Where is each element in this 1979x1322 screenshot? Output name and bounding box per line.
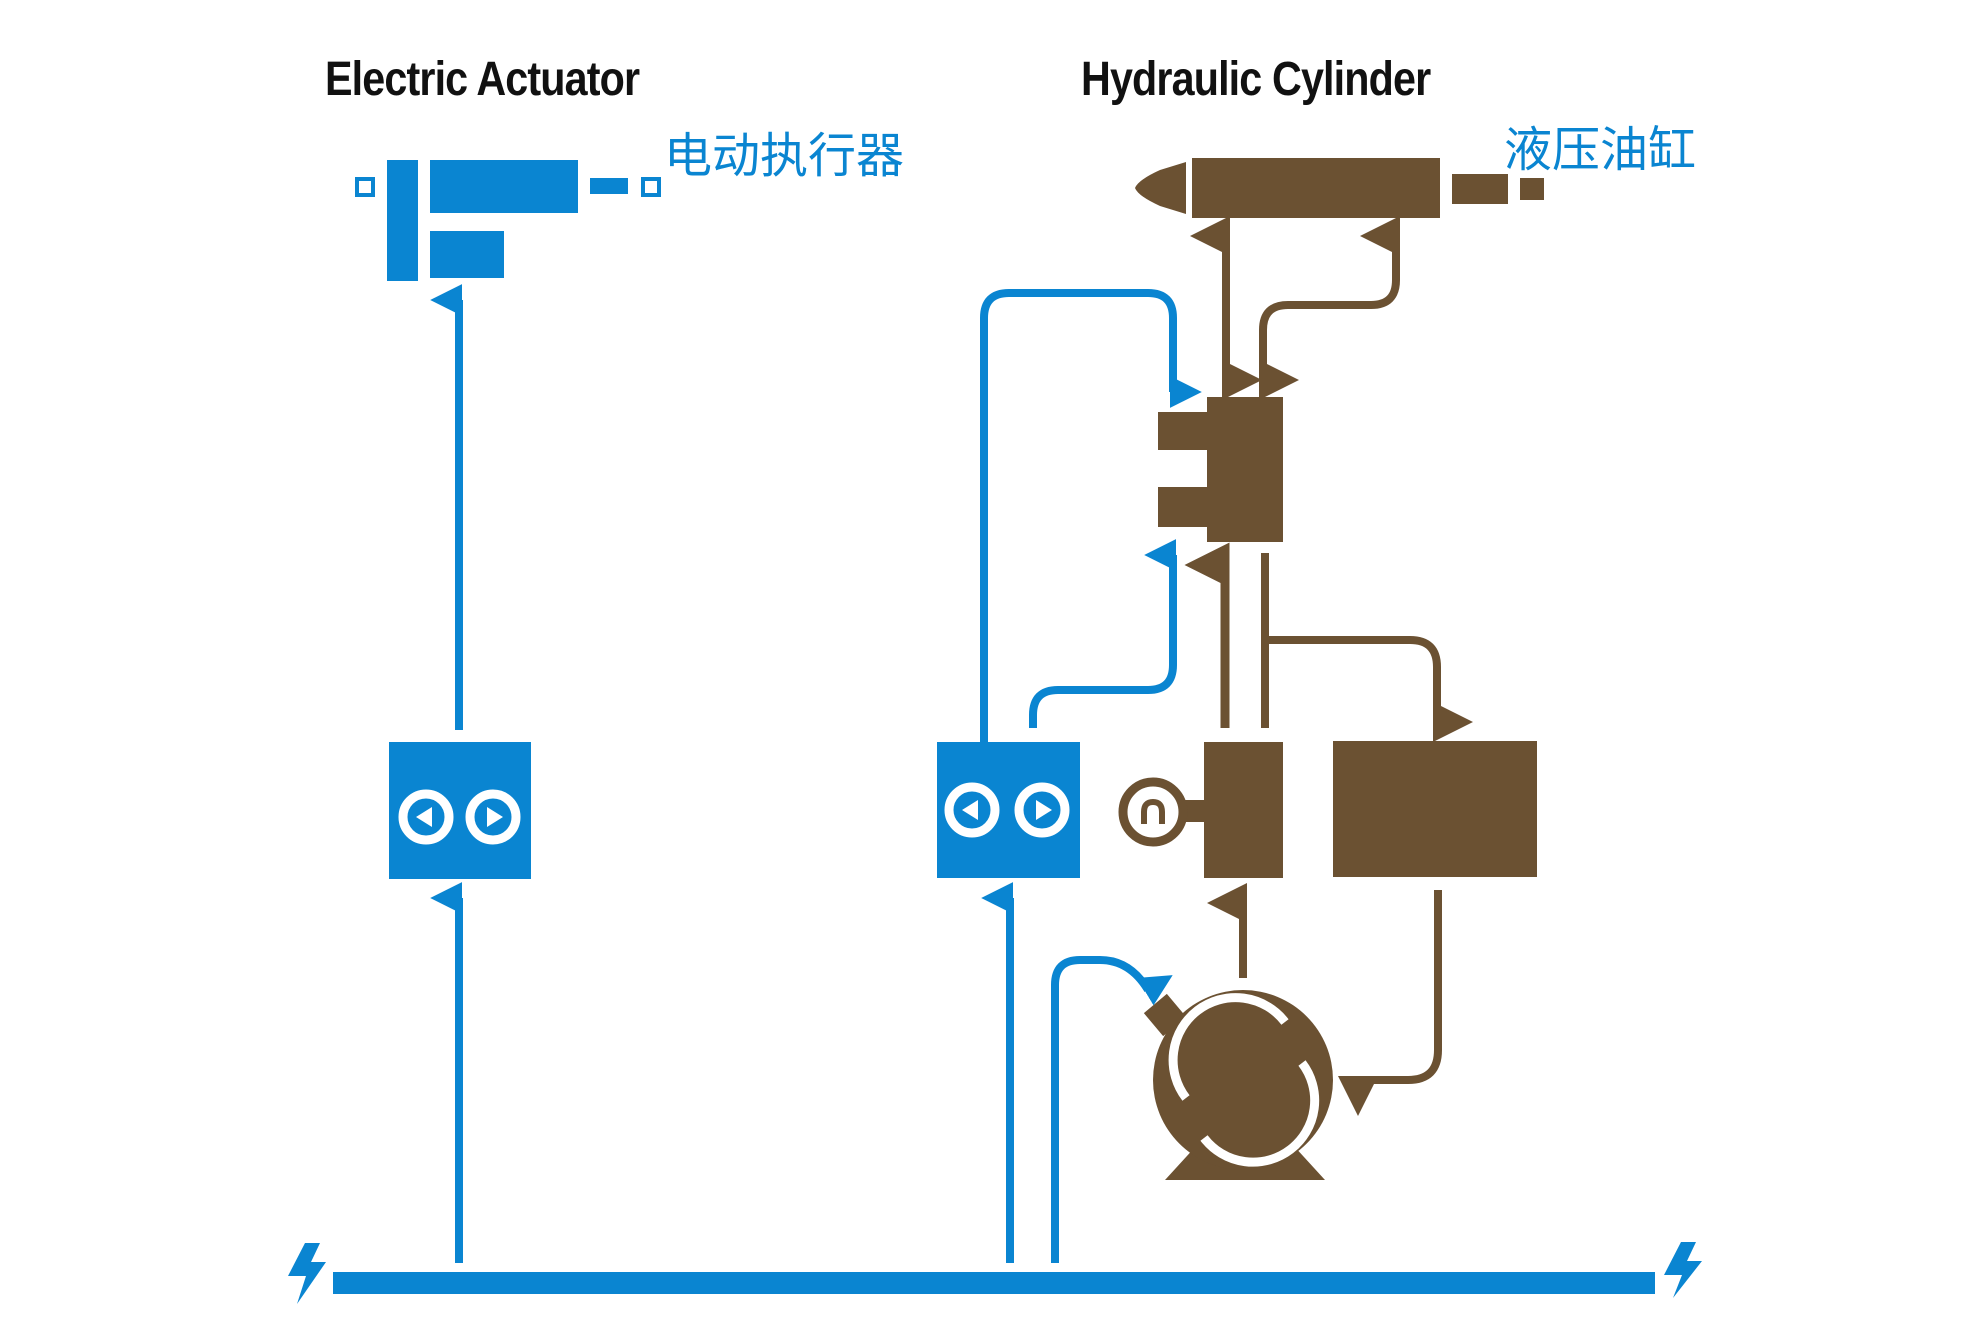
hydraulic-controller bbox=[937, 742, 1080, 878]
valve-body bbox=[1207, 397, 1283, 542]
actuator-rod bbox=[590, 178, 628, 194]
pressure-block-body bbox=[1204, 742, 1283, 878]
power-bus bbox=[333, 1272, 1655, 1294]
arrow-left-circle-icon bbox=[398, 789, 454, 845]
cylinder-body bbox=[1192, 158, 1440, 218]
actuator-motor-bar bbox=[387, 160, 418, 281]
pump-housing bbox=[1153, 990, 1333, 1170]
hydraulic-cylinder-icon bbox=[1135, 158, 1544, 218]
lightning-bolt-icon bbox=[288, 1243, 326, 1304]
cylinder-rod-end bbox=[1520, 178, 1544, 200]
lightning-bolt-icon bbox=[1664, 1242, 1702, 1298]
tank-to-pump-line bbox=[1338, 890, 1442, 1116]
cylinder-rod bbox=[1452, 174, 1508, 204]
valve-tab-top bbox=[1158, 412, 1208, 450]
hydraulic-cylinder-title: Hydraulic Cylinder bbox=[1081, 53, 1431, 106]
actuator-gearbox bbox=[430, 231, 504, 278]
pump-rotor-arc-top bbox=[1168, 993, 1289, 1101]
power-line-to-motor bbox=[1051, 956, 1173, 1263]
arrow-right-circle-icon bbox=[465, 789, 521, 845]
hydraulic-cylinder-title-cn: 液压油缸 bbox=[1504, 122, 1697, 178]
return-line-to-tank bbox=[1265, 636, 1473, 742]
signal-line-to-valve-bottom bbox=[1029, 539, 1177, 728]
actuator-mount-right bbox=[641, 177, 661, 197]
controller-box bbox=[937, 742, 1080, 878]
signal-line-to-valve-top bbox=[980, 289, 1202, 742]
reservoir-tank bbox=[1333, 741, 1537, 877]
electric-actuator-title: Electric Actuator bbox=[325, 53, 640, 106]
pump-rotor-arc-bottom bbox=[1200, 1060, 1320, 1167]
controller-box bbox=[389, 742, 531, 879]
cylinder-port-b-line bbox=[1259, 216, 1400, 400]
directional-valve bbox=[1158, 397, 1283, 542]
actuator-body bbox=[430, 160, 578, 213]
actuator-mount-left bbox=[355, 177, 375, 197]
arrow-right-circle-icon bbox=[1014, 782, 1070, 838]
electric-actuator-icon bbox=[355, 160, 661, 281]
pressure-gauge-icon bbox=[1118, 777, 1188, 847]
electric-controller bbox=[389, 742, 531, 879]
valve-tab-bottom bbox=[1158, 487, 1208, 527]
electric-actuator-title-cn: 电动执行器 bbox=[664, 128, 905, 184]
motor-pump-icon bbox=[1143, 990, 1333, 1180]
arrow-left-circle-icon bbox=[944, 782, 1000, 838]
cylinder-nose bbox=[1135, 162, 1186, 214]
pressure-block bbox=[1180, 742, 1283, 878]
